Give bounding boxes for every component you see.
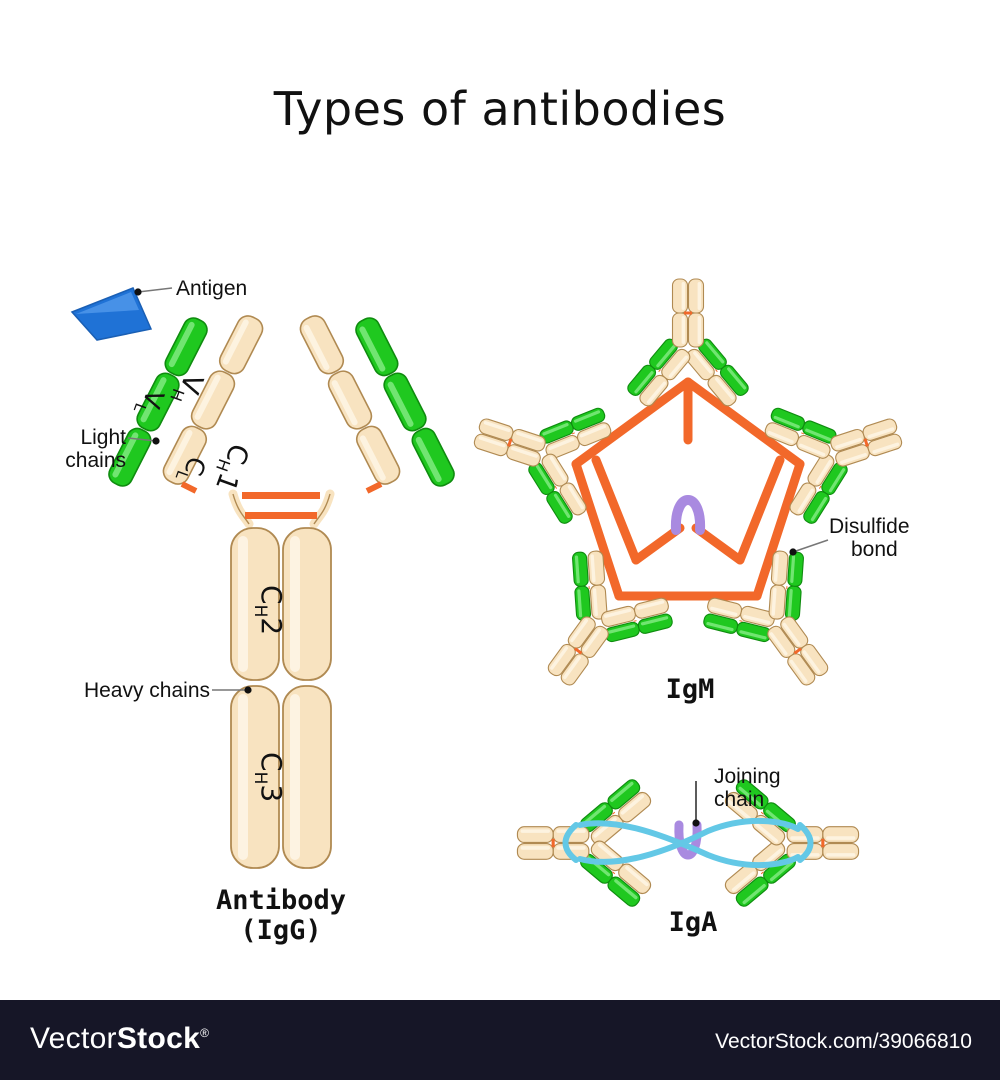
igg-structure <box>62 280 459 869</box>
iga-secretory-component-lower <box>577 818 801 865</box>
igm-joining-chain <box>670 495 706 535</box>
igm-structure <box>458 279 918 715</box>
vectorstock-url: VectorStock.com/39066810 <box>715 1030 972 1053</box>
label-light-chains-line2: chains <box>65 449 126 473</box>
igg-fc-region <box>230 527 332 869</box>
igg-hinge-bond-lower <box>245 512 317 519</box>
logo-suffix: Stock <box>116 1022 201 1055</box>
footer-bar <box>0 1000 1000 1080</box>
label-disulfide-line2: bond <box>851 538 898 562</box>
igg-left-interchain-bond <box>180 481 198 494</box>
iga-secretory-component-upper <box>577 820 801 868</box>
vectorstock-logo: VectorStock® <box>30 1022 209 1056</box>
igm-disulfide-bonds <box>571 377 805 601</box>
page-title: Types of antibodies <box>273 82 727 136</box>
registered-mark-icon: ® <box>200 1026 210 1040</box>
antigen-leader-line <box>137 287 173 293</box>
igg-caption-line1: Antibody <box>215 885 347 916</box>
antigen-shape <box>62 280 160 347</box>
label-disulfide-line1: Disulfide <box>829 515 910 538</box>
iga-caption: IgA <box>668 907 718 938</box>
igg-caption-line2: (IgG) <box>240 915 322 947</box>
label-heavy-chains: Heavy chains <box>83 679 210 702</box>
label-antigen: Antigen <box>176 277 248 300</box>
label-light-chains-line1: Light <box>80 426 126 449</box>
label-ch2: CH2 <box>250 585 288 635</box>
iga-structure <box>517 777 858 908</box>
label-ch1: CH1 <box>206 439 254 496</box>
light-chains-leader-line <box>127 437 157 442</box>
disulfide-leader-line <box>792 539 829 553</box>
iga-secretory-cap-left <box>562 822 579 863</box>
label-joining-line2: chain <box>714 788 765 812</box>
igm-caption: IgM <box>665 674 715 705</box>
igg-right-interchain-bond <box>365 481 383 494</box>
igg-hinge-bond-upper <box>242 492 320 499</box>
iga-unit-left <box>517 777 653 908</box>
iga-secretory-cap-right <box>797 822 814 863</box>
logo-prefix: Vector <box>30 1022 117 1055</box>
igg-right-heavy-chain <box>295 311 405 489</box>
label-joining-line1: Joining <box>714 765 781 788</box>
